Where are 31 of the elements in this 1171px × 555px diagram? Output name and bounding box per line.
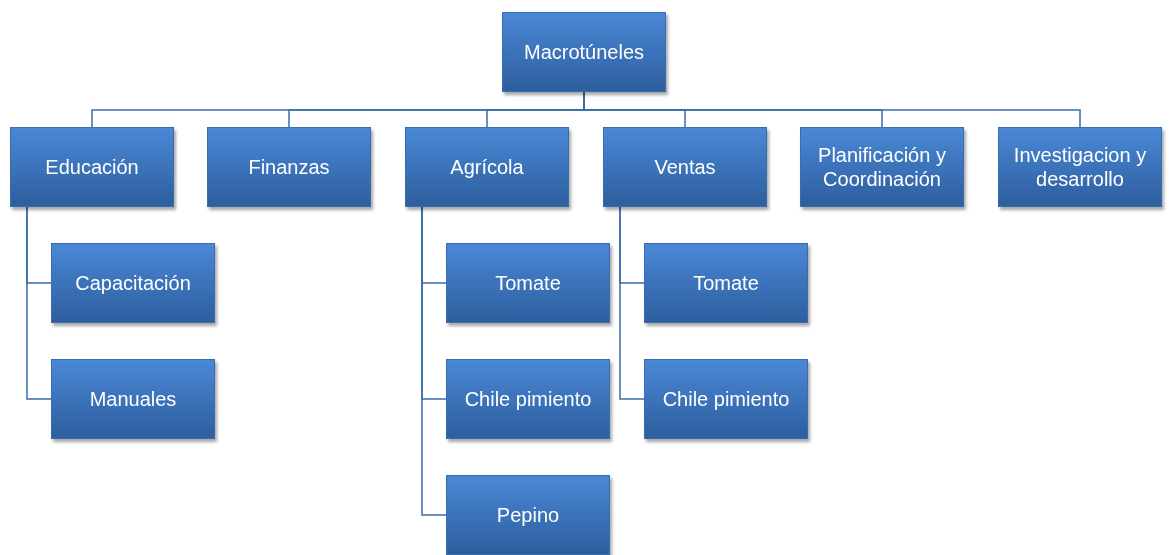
org-box	[603, 127, 767, 207]
org-box	[207, 127, 371, 207]
box-label: Finanzas	[248, 155, 330, 179]
box-label: Capacitación	[75, 271, 191, 295]
org-box	[51, 359, 215, 439]
org-box	[446, 243, 610, 323]
box-label: Planificación y Coordinación	[817, 143, 947, 191]
org-box	[644, 359, 808, 439]
box-label: Chile pimiento	[464, 387, 592, 411]
org-box	[644, 243, 808, 323]
org-box	[10, 127, 174, 207]
org-box	[446, 359, 610, 439]
org-box	[51, 243, 215, 323]
connector-line	[421, 206, 447, 516]
org-box	[998, 127, 1162, 207]
connector-line	[26, 206, 52, 400]
box-label: Tomate	[693, 271, 759, 295]
org-box	[405, 127, 569, 207]
box-label: Manuales	[89, 387, 177, 411]
org-box	[800, 127, 964, 207]
box-label: Agrícola	[450, 155, 524, 179]
connector-line	[619, 206, 645, 400]
box-label: Educación	[45, 155, 139, 179]
org-box	[446, 475, 610, 555]
org-box	[502, 12, 666, 92]
box-label: Pepino	[496, 503, 560, 527]
box-label: Ventas	[654, 155, 716, 179]
box-label: Tomate	[495, 271, 561, 295]
box-label: Chile pimiento	[662, 387, 790, 411]
box-label: Investigacion y desarrollo	[1012, 143, 1148, 191]
box-label: Macrotúneles	[523, 40, 645, 64]
